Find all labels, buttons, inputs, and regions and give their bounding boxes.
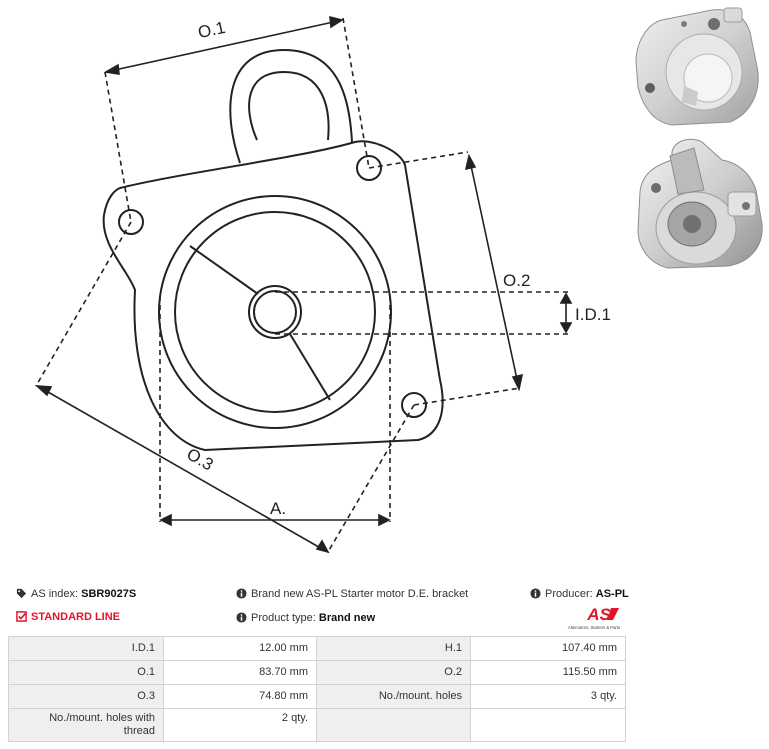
logo-tagline: Alternators, Starters & Parts <box>568 625 620 630</box>
outer-bore-circle <box>158 195 392 429</box>
producer-label: Producer: <box>545 588 593 600</box>
spec-value: 3 qty. <box>470 684 626 709</box>
lug-inner-outline <box>248 70 330 141</box>
product-type: Product type: Brand new <box>236 612 375 624</box>
spec-value: 2 qty. <box>163 708 317 742</box>
spec-value: 83.70 mm <box>163 660 317 685</box>
product-photo-side <box>637 138 763 269</box>
table-row: O.1 83.70 mm O.2 115.50 mm <box>8 660 626 685</box>
as-index-value: SBR9027S <box>81 588 137 600</box>
as-pl-logo: AS Alternators, Starters & Parts <box>568 605 620 630</box>
mount-hole-bottom-right <box>401 392 427 418</box>
info-icon <box>236 588 247 599</box>
standard-line-text: STANDARD LINE <box>31 611 121 623</box>
product-type-label: Product type: <box>251 612 316 624</box>
as-index-label: AS index: <box>31 588 79 600</box>
mount-hole-top-right <box>356 155 382 181</box>
spec-label: O.1 <box>8 660 164 685</box>
label-o1: O.1 <box>196 18 227 42</box>
tag-icon <box>16 588 27 599</box>
bracket-outline <box>102 140 444 452</box>
inner-bore-circle <box>174 211 376 413</box>
spec-value: 115.50 mm <box>470 660 626 685</box>
spec-table: I.D.1 12.00 mm H.1 107.40 mm O.1 83.70 m… <box>8 636 626 742</box>
checkbox-checked-icon <box>16 611 27 622</box>
label-a: A. <box>270 499 286 518</box>
table-row: No./mount. holes with thread 2 qty. <box>8 708 626 742</box>
product-description: Brand new AS-PL Starter motor D.E. brack… <box>236 588 468 600</box>
spec-label: H.1 <box>316 636 471 661</box>
technical-drawing: O.1 O.2 O.3 A. I.D.1 <box>34 15 611 554</box>
spec-value <box>470 708 626 742</box>
lug-outline <box>229 48 353 164</box>
info-icon <box>530 588 541 599</box>
spec-value: 107.40 mm <box>470 636 626 661</box>
product-type-value: Brand new <box>318 612 376 624</box>
sector-cutout <box>189 245 331 401</box>
table-row: I.D.1 12.00 mm H.1 107.40 mm <box>8 636 626 661</box>
description-text: Brand new AS-PL Starter motor D.E. brack… <box>251 588 469 600</box>
producer-value: AS-PL <box>595 588 629 600</box>
logo-mark: AS <box>586 605 611 624</box>
producer: Producer: AS-PL <box>530 588 629 600</box>
standard-line-badge: STANDARD LINE <box>16 611 120 623</box>
label-id1: I.D.1 <box>575 305 611 324</box>
spec-label: No./mount. holes <box>316 684 471 709</box>
table-row: O.3 74.80 mm No./mount. holes 3 qty. <box>8 684 626 709</box>
spec-value: 12.00 mm <box>163 636 317 661</box>
info-icon <box>236 612 247 623</box>
product-photo-front <box>635 7 759 126</box>
as-index: AS index: SBR9027S <box>16 588 136 600</box>
shaft-hole-inner <box>253 290 297 334</box>
label-o2: O.2 <box>503 271 530 290</box>
spec-label: No./mount. holes with thread <box>8 708 164 742</box>
mount-hole-left <box>118 209 144 235</box>
spec-label <box>316 708 471 742</box>
spec-label: O.3 <box>8 684 164 709</box>
shaft-hole-outer <box>248 285 302 339</box>
spec-value: 74.80 mm <box>163 684 317 709</box>
spec-label: I.D.1 <box>8 636 164 661</box>
spec-label: O.2 <box>316 660 471 685</box>
